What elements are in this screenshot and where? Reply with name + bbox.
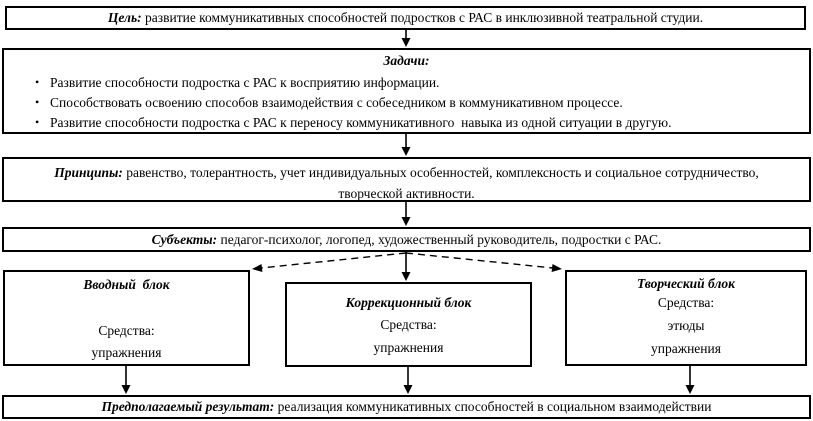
result-box: Предполагаемый результат: реализация ком… — [2, 395, 811, 419]
goal-box: Цель: развитие коммуникативных способнос… — [5, 6, 806, 30]
goal-label: Цель: — [107, 10, 142, 25]
arrow-intro-to-result-icon — [121, 366, 131, 394]
bullet-icon: • — [35, 115, 40, 129]
principles-box: Принципы: равенство, толерантность, учет… — [2, 157, 811, 202]
arrow-creative-to-result-icon — [685, 366, 695, 394]
correction-block-means-label: Средства: — [380, 317, 437, 332]
subjects-text: Субъекты: педагог-психолог, логопед, худ… — [151, 231, 662, 247]
task-item: • Развитие способности подростка с РАС к… — [35, 115, 809, 130]
dashed-arrow-subjects-to-creative-icon — [405, 252, 562, 272]
correction-block-box: Коррекционный блок Средства: упражнения — [285, 282, 532, 367]
creative-block-means-label: Средства: — [657, 295, 715, 310]
creative-block-means-item-1: этюды — [667, 318, 705, 333]
bullet-icon: • — [35, 75, 40, 89]
creative-block-means-item-2: упражнения — [651, 341, 721, 356]
tasks-box: Задачи: • Развитие способности подростка… — [2, 48, 811, 134]
correction-block-title: Коррекционный блок — [345, 295, 472, 310]
tasks-title: Задачи: — [383, 53, 430, 68]
goal-text: Цель: развитие коммуникативных способнос… — [107, 10, 704, 25]
task-item-text: Способствовать освоению способов взаимод… — [50, 95, 623, 110]
principles-label: Принципы: — [54, 165, 123, 180]
result-text: Предполагаемый результат: реализация ком… — [101, 399, 712, 414]
intro-block-means-item: упражнения — [91, 345, 162, 360]
arrow-goal-to-tasks-icon — [401, 29, 411, 47]
arrow-principles-to-subjects-icon — [401, 202, 411, 226]
intro-block-means-label: Средства: — [98, 323, 155, 338]
result-label: Предполагаемый результат: — [101, 399, 275, 414]
task-item: • Развитие способности подростка с РАС к… — [35, 75, 809, 90]
task-item-text: Развитие способности подростка с РАС к в… — [50, 75, 440, 90]
dashed-arrow-subjects-to-intro-icon — [252, 252, 407, 272]
creative-block-title: Творческий блок — [637, 276, 735, 291]
intro-block-title: Вводный блок — [83, 277, 170, 292]
creative-block-box: Творческий блок Средства: этюды упражнен… — [565, 270, 807, 366]
intro-block-box: Вводный блок Средства: упражнения — [3, 270, 250, 366]
bullet-icon: • — [35, 95, 40, 109]
task-item-text: Развитие способности подростка с РАС к п… — [50, 115, 672, 130]
principles-text: равенство, толерантность, учет индивидуа… — [126, 165, 763, 201]
arrow-tasks-to-principles-icon — [401, 134, 411, 156]
task-item: • Способствовать освоению способов взаим… — [35, 95, 809, 110]
arrow-subjects-to-correction-icon — [401, 252, 411, 281]
correction-block-means-item: упражнения — [373, 340, 444, 355]
subjects-box: Субъекты: педагог-психолог, логопед, худ… — [2, 227, 811, 252]
subjects-label: Субъекты: — [151, 231, 218, 247]
arrow-correction-to-result-icon — [403, 367, 413, 394]
